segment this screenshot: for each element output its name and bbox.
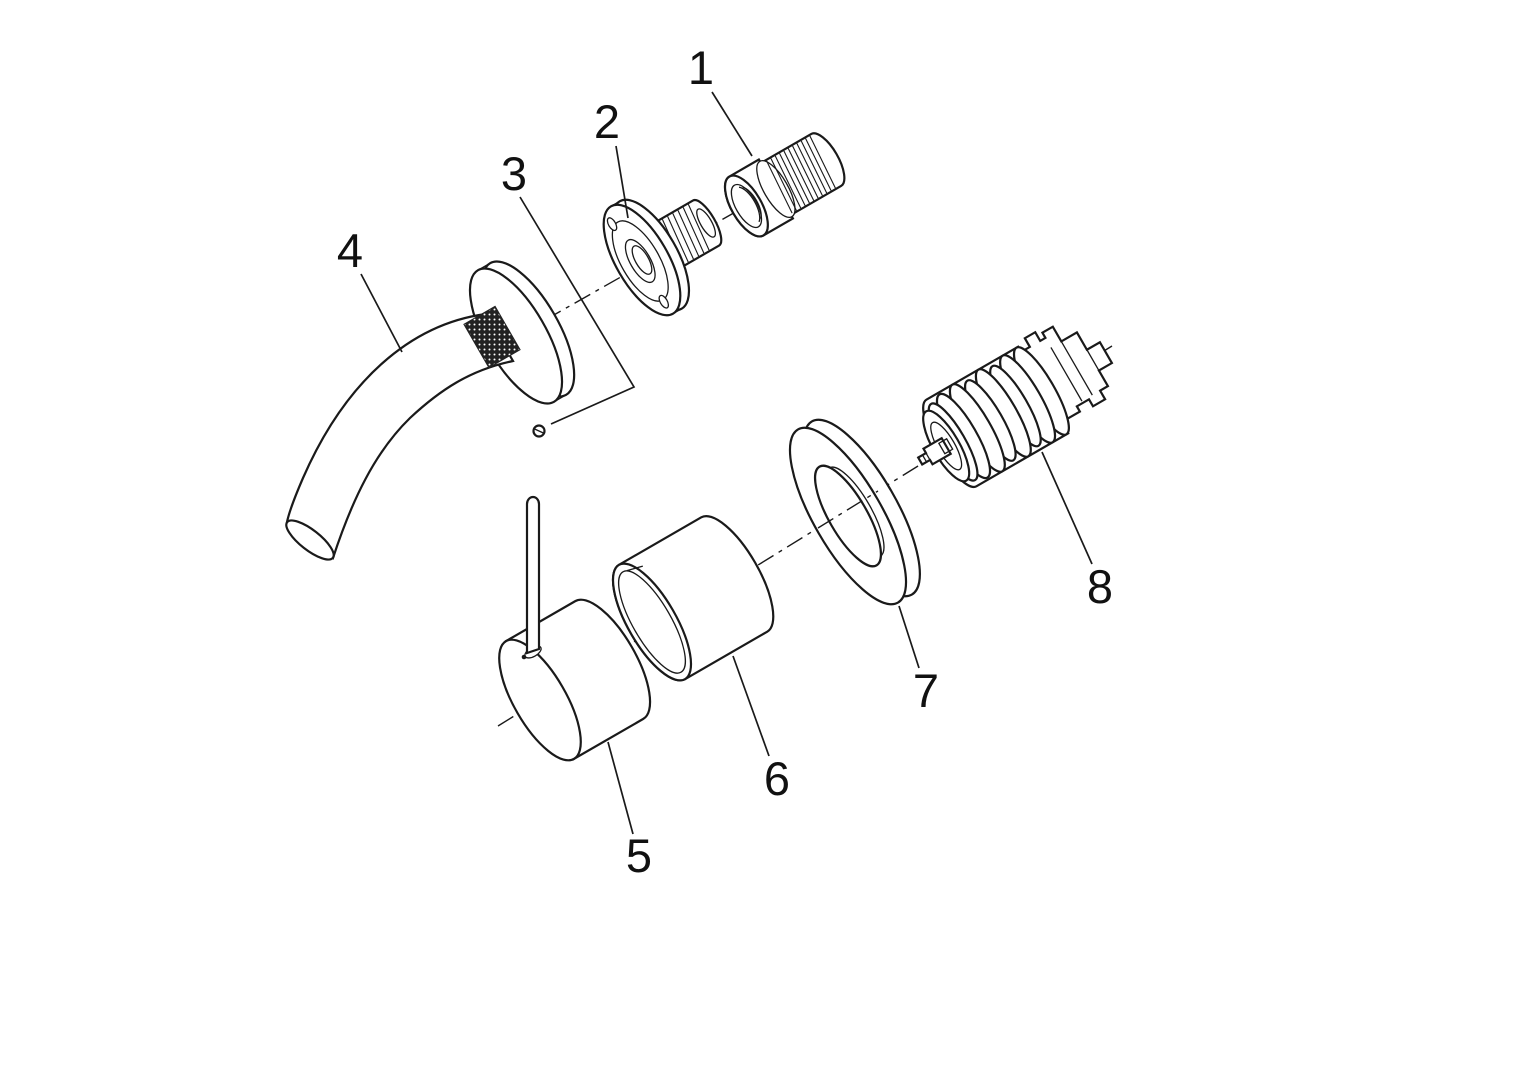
centerline-through-ring <box>817 490 879 529</box>
part-callout-3: 3 <box>501 147 527 200</box>
part-callout-6: 6 <box>764 752 790 805</box>
part-callout-1: 1 <box>688 41 714 94</box>
leader-lines <box>360 91 1093 835</box>
leader-line-5 <box>607 741 634 835</box>
part-flange-fitting <box>602 198 723 317</box>
leader-line-8 <box>1041 451 1093 565</box>
leader-line-1 <box>711 91 753 157</box>
handle-drum-face <box>498 638 582 762</box>
part-callout-8: 8 <box>1087 560 1113 613</box>
spout-knurl <box>463 305 521 369</box>
spout-outlet <box>285 519 335 561</box>
ring-hole <box>813 464 883 568</box>
part-callout-4: 4 <box>337 224 363 277</box>
flange-screw-hole-bottom <box>658 294 670 309</box>
sleeve-front-rim <box>611 562 693 682</box>
leader-line-7 <box>898 605 920 669</box>
sleeve-slot <box>626 565 643 572</box>
part-callout-7: 7 <box>913 664 939 717</box>
flange-screw-hole-top <box>606 217 618 232</box>
part-extension-nipple <box>723 132 846 238</box>
part-ring <box>788 418 921 606</box>
part-cartridge <box>916 325 1114 488</box>
leader-line-2 <box>615 145 629 219</box>
handle-screw-hole <box>521 654 527 660</box>
part-spout <box>285 260 576 561</box>
part-sleeve <box>611 515 775 682</box>
part-handle <box>498 495 652 762</box>
part-set-screw <box>532 424 546 438</box>
leader-line-3 <box>519 196 636 425</box>
handle-lever-rod <box>525 495 541 655</box>
part-callout-2: 2 <box>594 95 620 148</box>
flange-bore <box>624 238 656 284</box>
part-callout-5: 5 <box>626 829 652 882</box>
part-callouts: 1 2 3 4 5 6 7 8 <box>337 41 1113 882</box>
leader-line-6 <box>732 655 770 757</box>
leader-line-4 <box>360 273 403 353</box>
handle-drum-body <box>504 598 652 761</box>
